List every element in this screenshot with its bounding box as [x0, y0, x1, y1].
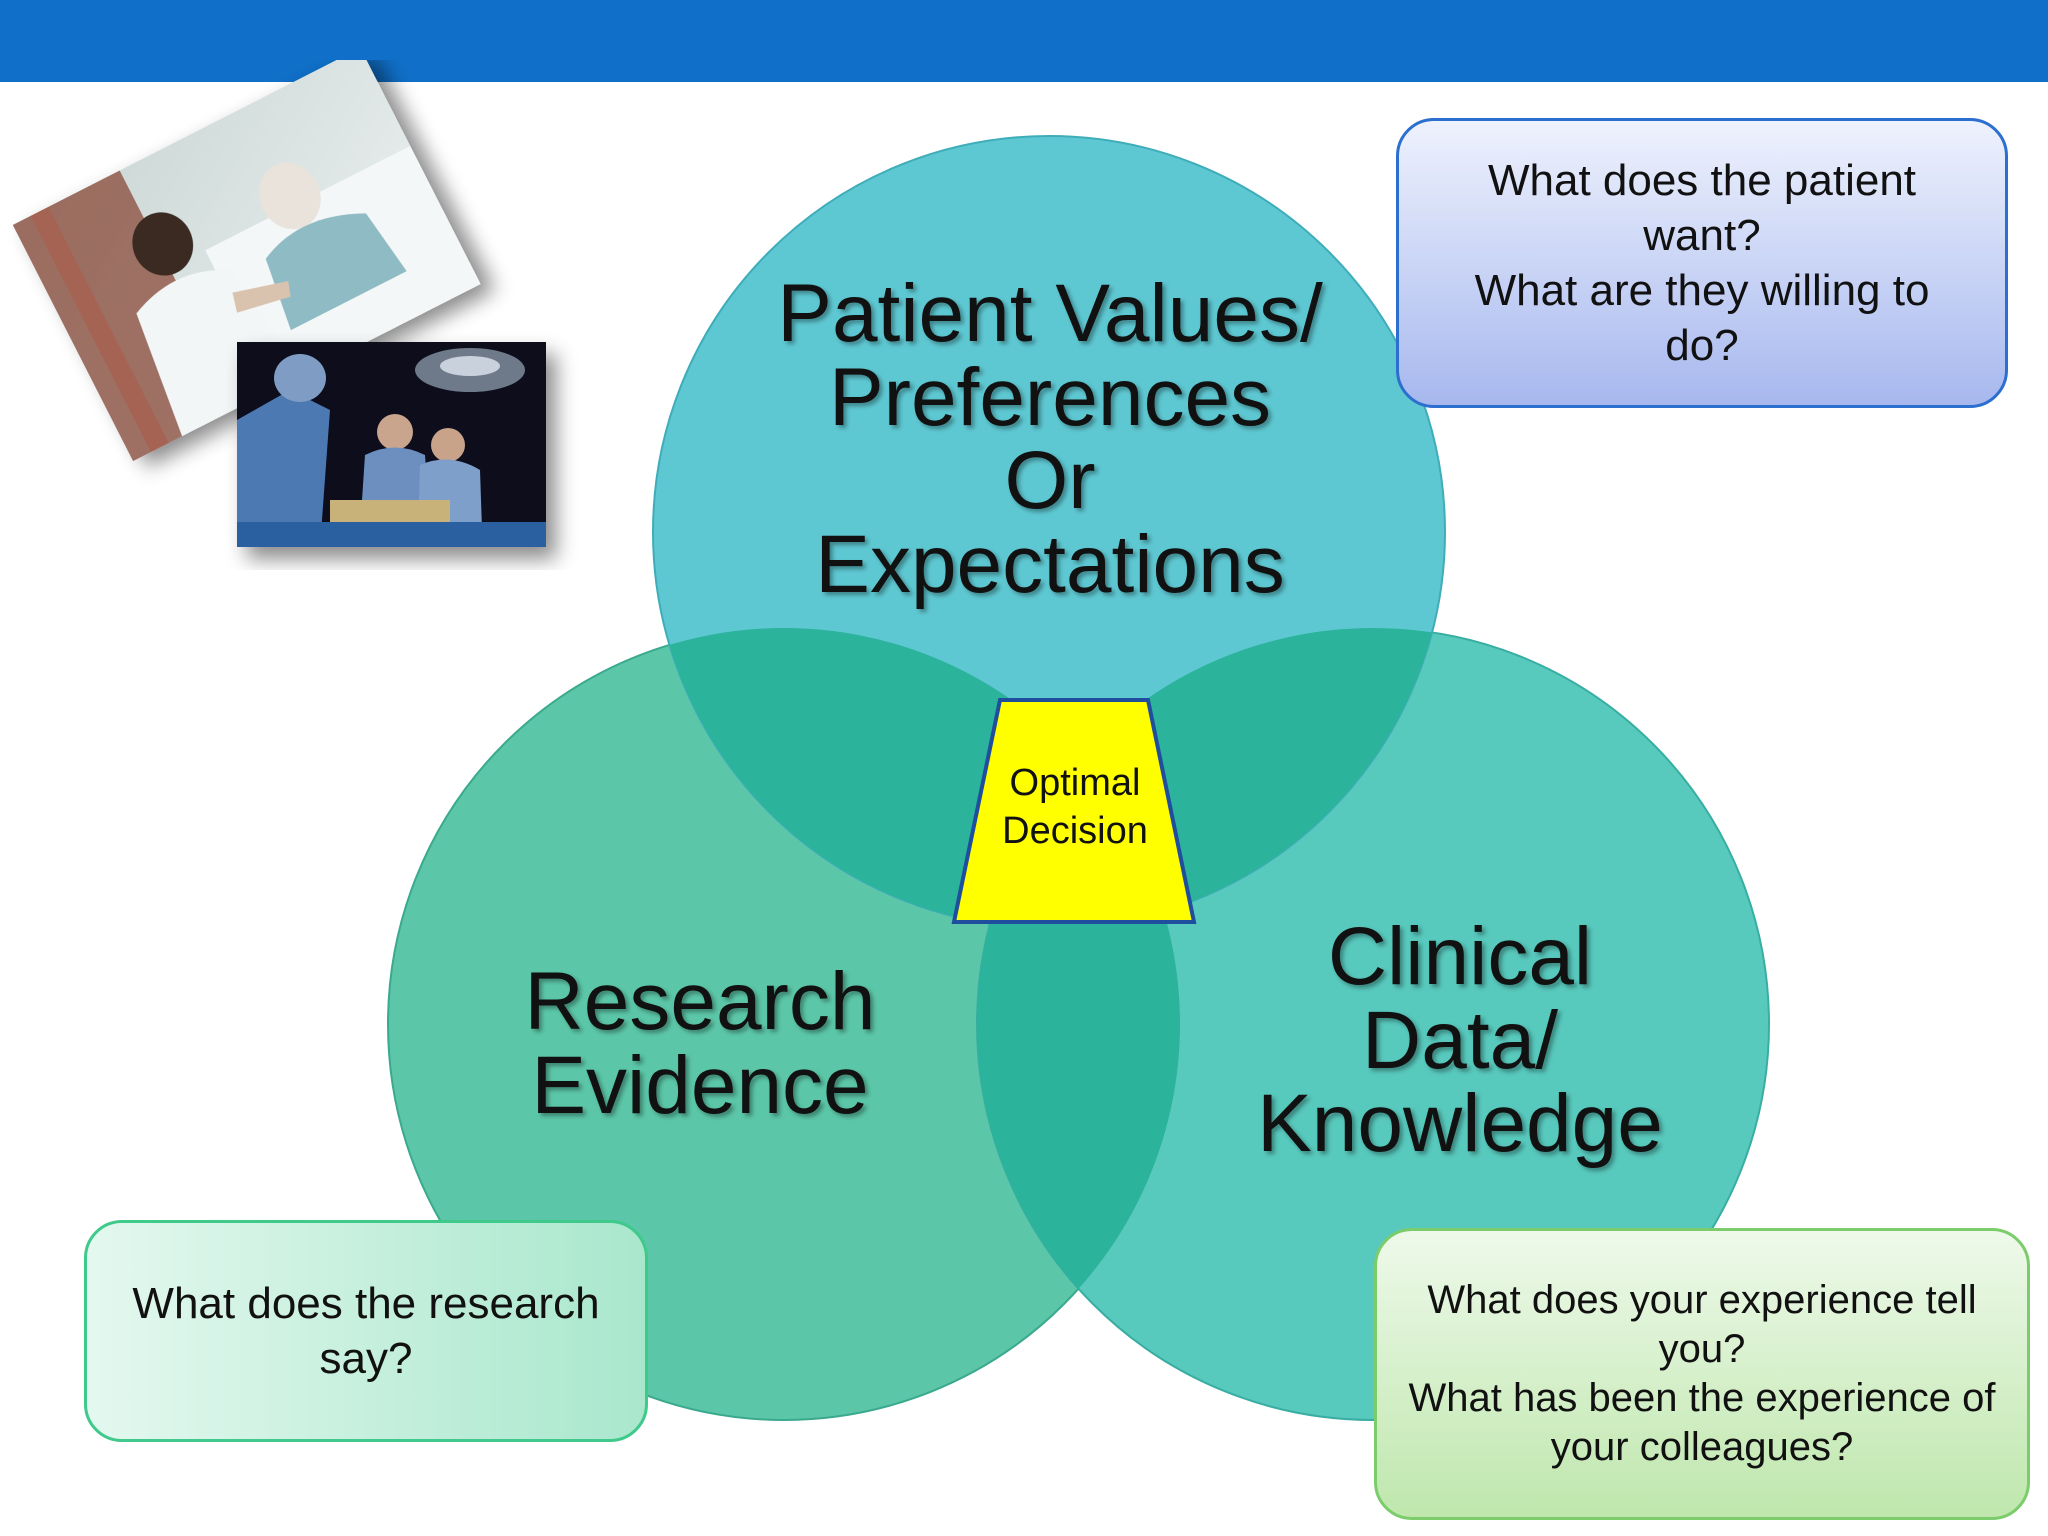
callout-research: What does the research say? [84, 1220, 648, 1442]
optimal-decision-shape [951, 698, 1197, 924]
callout-line: What does the patient [1487, 156, 1917, 205]
label-line: Research [524, 956, 876, 1047]
label-line: Preferences [828, 351, 1272, 443]
label-line: Evidence [531, 1039, 869, 1131]
callout-line: want? [1643, 211, 1761, 260]
center-line: Optimal [1009, 762, 1141, 804]
label-line: Patient Values/ [777, 268, 1323, 359]
optimal-decision-label: Optimal Decision [975, 760, 1175, 855]
label-line: Data/ [1362, 994, 1558, 1086]
callout-line: you? [1658, 1327, 1746, 1372]
center-line: Decision [1002, 809, 1148, 852]
label-research-evidence: Research Evidence [450, 960, 950, 1127]
callout-line: say? [319, 1334, 413, 1383]
label-patient-values: Patient Values/ Preferences Or Expectati… [700, 272, 1400, 607]
callout-line: What has been the experience of [1408, 1376, 1996, 1420]
callout-line: What does the research [132, 1279, 600, 1328]
callout-line: What does your experience tell [1427, 1278, 1977, 1323]
callout-line: What are they willing to [1474, 266, 1930, 315]
label-line: Or [1004, 435, 1096, 527]
photo-collage [0, 47, 580, 570]
label-line: Clinical [1327, 911, 1593, 1002]
label-clinical-knowledge: Clinical Data/ Knowledge [1180, 915, 1740, 1166]
surgery-photo [237, 342, 546, 547]
callout-line: do? [1665, 321, 1739, 370]
label-line: Expectations [815, 518, 1285, 610]
callout-experience: What does your experience tell you? What… [1374, 1228, 2030, 1520]
label-line: Knowledge [1257, 1078, 1663, 1170]
callout-line: your colleagues? [1550, 1424, 1854, 1469]
callout-patient: What does the patient want? What are the… [1396, 118, 2008, 408]
